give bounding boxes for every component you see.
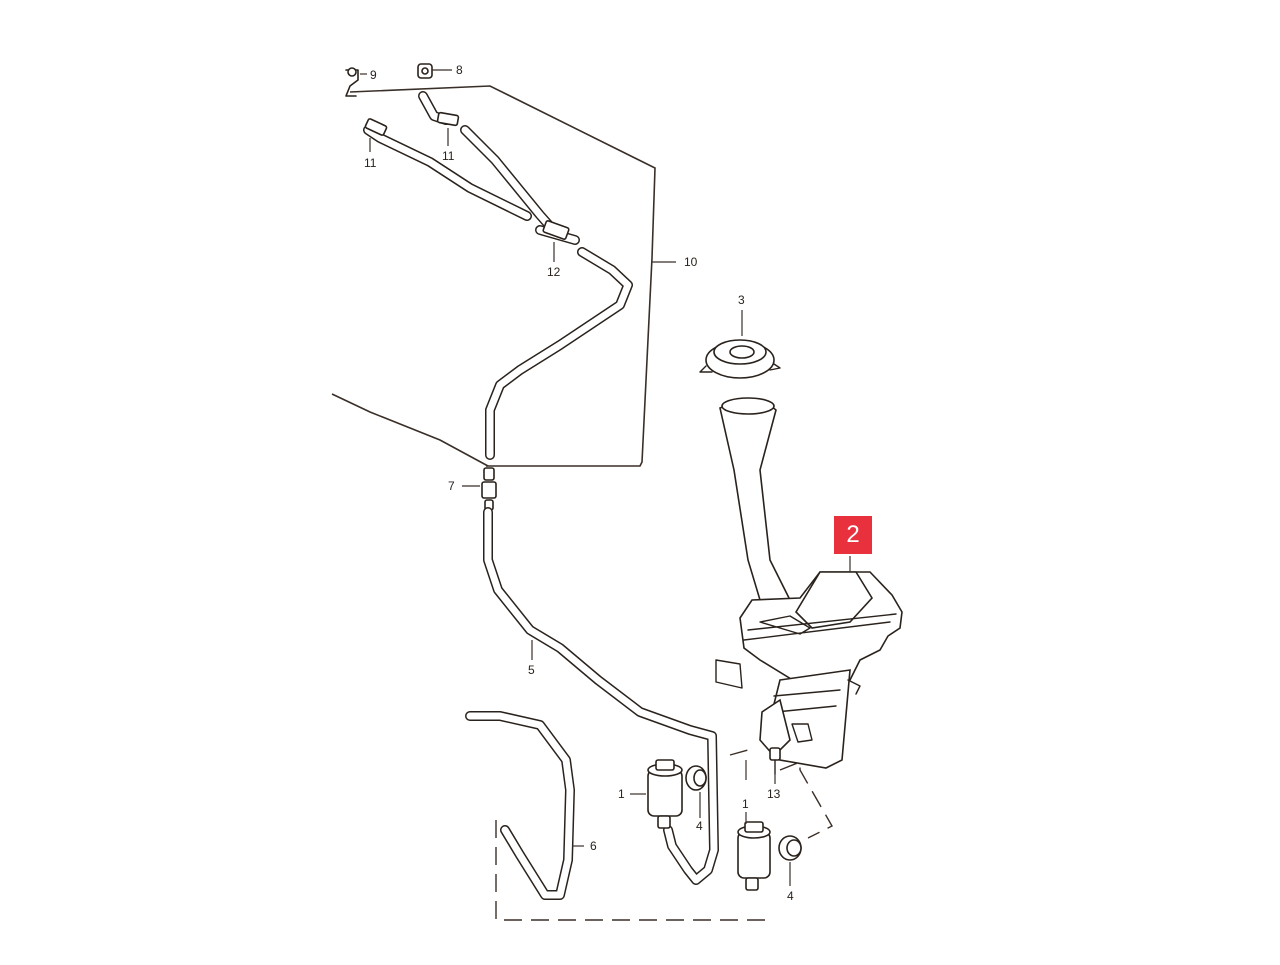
- hose-nozzle-branch: [363, 91, 580, 245]
- connector-12: [542, 220, 570, 240]
- label-10: 10: [684, 255, 698, 269]
- leader-lines: [360, 69, 851, 886]
- label-11-right: 11: [442, 149, 455, 163]
- label-1-lower: 1: [742, 797, 749, 811]
- label-3: 3: [738, 293, 745, 307]
- nozzle-part-9: [345, 67, 359, 97]
- label-6: 6: [590, 839, 597, 853]
- washer-reservoir-2: [715, 397, 903, 769]
- hose-6: [465, 711, 575, 900]
- highlight-badge-part-2: 2: [834, 516, 872, 554]
- washer-pump-1b: [737, 821, 771, 891]
- nozzle-part-8: [417, 63, 433, 79]
- washer-pump-1a: [647, 759, 683, 829]
- hose-main-upper: [485, 247, 633, 460]
- label-4-lower: 4: [787, 889, 794, 903]
- grommet-4a: [685, 765, 707, 791]
- fastener-13: [769, 747, 781, 775]
- connector-7: [481, 467, 497, 511]
- hose-5: [483, 507, 719, 885]
- connector-11a: [364, 118, 388, 136]
- label-8: 8: [456, 63, 463, 77]
- connector-11b: [436, 111, 460, 127]
- label-7: 7: [448, 479, 455, 493]
- grommet-4b: [778, 835, 802, 861]
- label-11-left: 11: [364, 156, 377, 170]
- label-4-upper: 4: [696, 819, 703, 833]
- assembly-frame-lines: [331, 85, 833, 921]
- label-5: 5: [528, 663, 535, 677]
- callout-labels: 9 8 11 11 12 10 3 7 5 6 1 1 4 4 13: [364, 63, 794, 903]
- label-9: 9: [370, 68, 377, 82]
- label-13: 13: [767, 787, 781, 801]
- label-12: 12: [547, 265, 561, 279]
- label-1-upper: 1: [618, 787, 625, 801]
- reservoir-cap-3: [699, 339, 781, 379]
